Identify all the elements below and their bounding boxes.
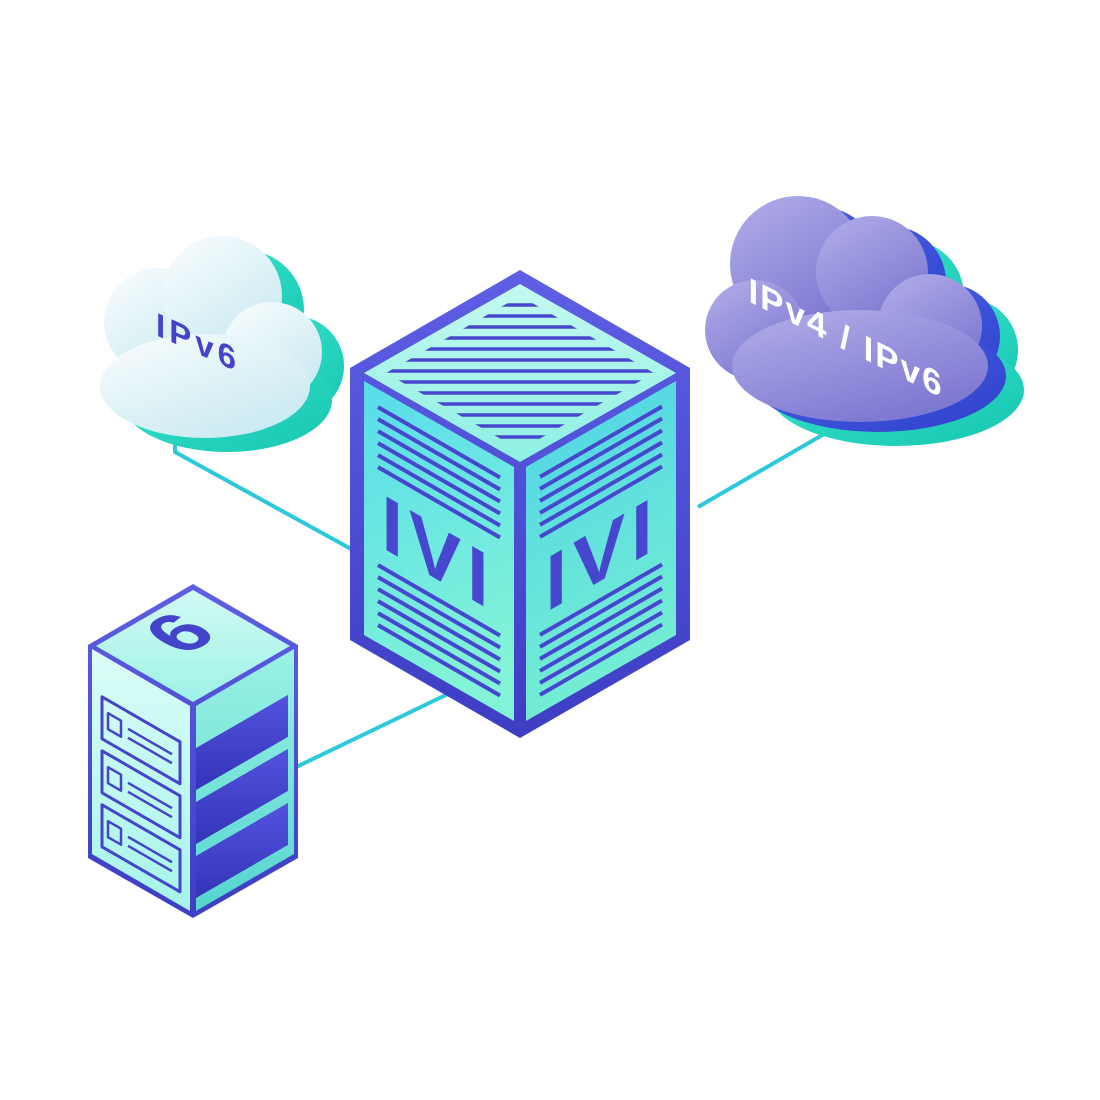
cube-left-face: IVI — [364, 381, 514, 721]
server-slot-panels — [100, 695, 182, 894]
ipv4-ipv6-cloud: IPv4 / IPv6 — [705, 196, 1024, 446]
cube-top-face — [364, 284, 676, 462]
ivi-translator-cube: IVI IVI — [350, 270, 690, 738]
ipv6-cloud: IPv6 — [100, 236, 344, 452]
ipv6-server: 6 — [88, 584, 298, 918]
connector-cube-to-server — [289, 690, 453, 772]
ipv4-ipv6-cloud-face — [705, 196, 988, 422]
server-top-face — [96, 590, 290, 702]
ipv6-cloud-face — [100, 236, 322, 438]
server-left-face — [92, 649, 190, 911]
cube-right-face: IVI — [526, 381, 676, 721]
server-drawer-slabs — [196, 694, 288, 898]
